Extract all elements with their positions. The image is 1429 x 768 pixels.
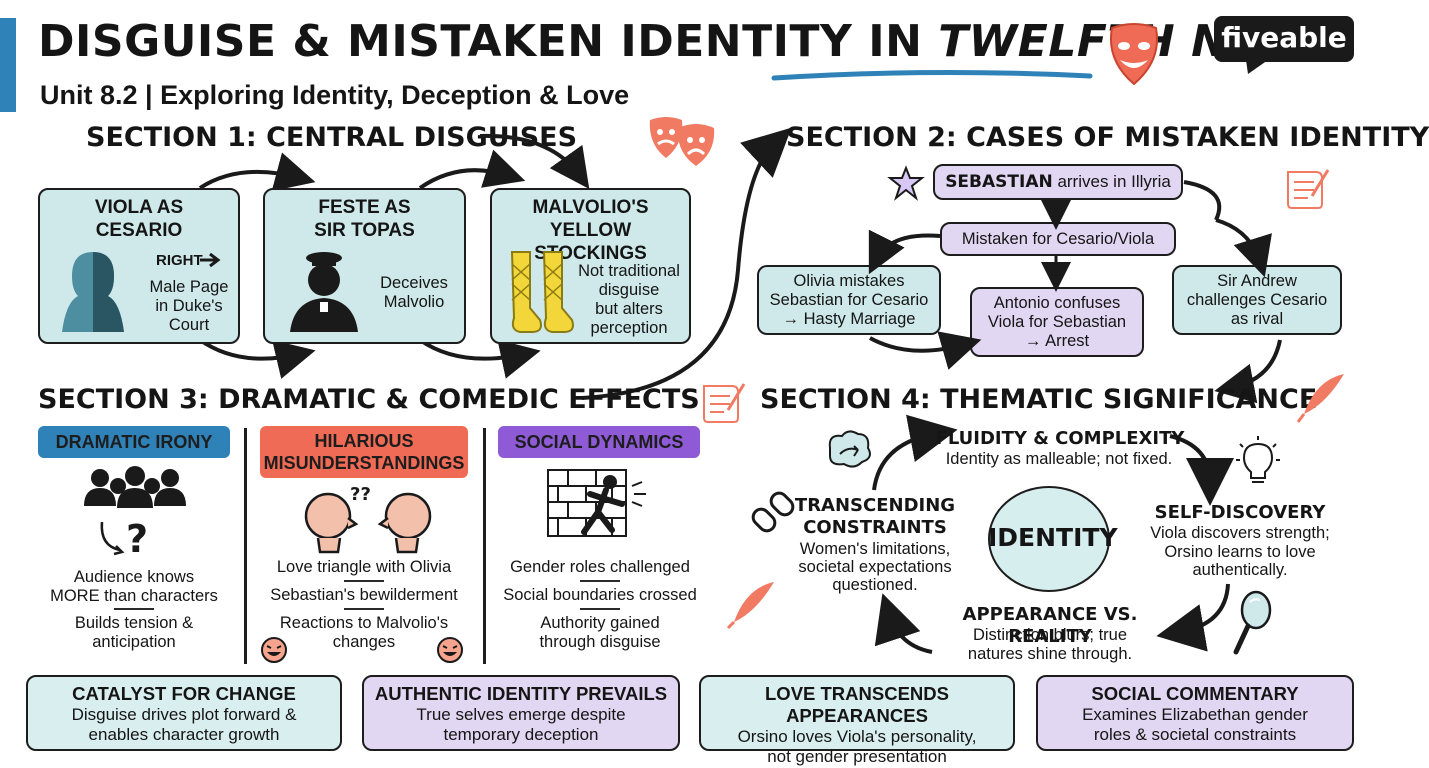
- antonio-confuses-box: [970, 287, 1144, 357]
- card-feste-as-sir-topas: [263, 188, 466, 344]
- antonio-confuses-text: Antonio confuses Viola for Sebastian → A…: [987, 294, 1127, 350]
- transcending-title: TRANSCENDING CONSTRAINTS: [794, 495, 956, 538]
- misunderstanding-line-1: Love triangle with Olivia: [276, 558, 452, 576]
- misunderstanding-line-3: Reactions to Malvolio's changes: [279, 614, 449, 651]
- social-commentary-title: SOCIAL COMMENTARY: [1091, 683, 1299, 704]
- card-viola-title: VIOLA AS CESARIO: [94, 197, 184, 241]
- faces-icon: ??: [304, 484, 432, 554]
- love-title: LOVE TRANSCENDS APPEARANCES: [765, 683, 949, 726]
- misunderstanding-line-2: Sebastian's bewilderment: [270, 586, 458, 604]
- tag-dramatic-irony: DRAMATIC IRONY: [38, 426, 230, 458]
- appearance-title: APPEARANCE VS. REALITY: [962, 604, 1138, 647]
- card-viola-text: Male Page in Duke's Court: [149, 278, 229, 334]
- column-divider: [244, 428, 247, 664]
- dramatic-irony-line-1: Audience knows MORE than characters: [50, 568, 218, 605]
- sebastian-name: SEBASTIAN: [945, 172, 1053, 192]
- title-main-text: DISGUISE & MISTAKEN IDENTITY IN: [38, 16, 939, 67]
- sebastian-arrives-text: SEBASTIAN arrives in Illyria: [933, 172, 1183, 192]
- bottom-card-social-content: SOCIAL COMMENTARY Examines Elizabethan g…: [1036, 683, 1354, 745]
- social-line-3: Authority gained through disguise: [539, 614, 661, 651]
- bottom-card-love: [699, 675, 1015, 751]
- bottom-card-authentic-content: AUTHENTIC IDENTITY PREVAILS True selves …: [362, 683, 680, 745]
- right-label: RIGHT: [156, 252, 203, 269]
- section4-cycle-arrows: [872, 414, 1234, 654]
- fluidity-text: Identity as malleable; not fixed.: [945, 450, 1173, 468]
- laughing-emoji-icon: [261, 637, 287, 663]
- social-commentary-text: Examines Elizabethan gender roles & soci…: [1082, 705, 1308, 744]
- question-icon: ?: [100, 517, 148, 561]
- theatre-masks-icon: [1110, 23, 1158, 86]
- card-feste-title: FESTE AS SIR TOPAS: [314, 197, 415, 241]
- lightbulb-icon: [1236, 436, 1280, 483]
- star-icon: [887, 165, 925, 201]
- quill-icon: [1296, 374, 1344, 423]
- fluidity-title: FLUIDITY & COMPLEXITY: [935, 428, 1185, 449]
- brand-logo-tail: [1246, 60, 1268, 74]
- column-divider: [483, 428, 486, 664]
- splash-icon: [828, 430, 871, 468]
- catalyst-text: Disguise drives plot forward & enables c…: [71, 705, 297, 744]
- brand-logo-text: fiveable: [1221, 21, 1347, 54]
- stockings-icon: [510, 251, 574, 333]
- theatre-masks-icon: [649, 117, 715, 166]
- divider-line: [580, 608, 620, 610]
- mirror-icon: [1233, 590, 1272, 655]
- divider-line: [580, 580, 620, 582]
- authentic-title: AUTHENTIC IDENTITY PREVAILS: [374, 683, 668, 704]
- sebastian-arrives-rest: arrives in Illyria: [1052, 172, 1171, 191]
- sebastian-arrives-box: [933, 164, 1183, 200]
- olivia-mistakes-text: Olivia mistakes Sebastian for Cesario → …: [769, 272, 929, 328]
- divider-line: [114, 608, 154, 610]
- woman-silhouette-icon: [62, 252, 124, 332]
- section-connector-arrow: [581, 127, 792, 400]
- divider-line: [344, 608, 384, 610]
- social-line-1: Gender roles challenged: [510, 558, 690, 576]
- catalyst-title: CATALYST FOR CHANGE: [72, 683, 296, 704]
- laughing-emoji-icon: [437, 637, 463, 663]
- subtitle: Unit 8.2 | Exploring Identity, Deception…: [40, 80, 630, 110]
- brand-logo: [1214, 16, 1354, 62]
- section2-arrows: [868, 180, 1282, 404]
- right-label-text: RIGHT: [156, 252, 203, 269]
- scroll-icon: [1287, 169, 1330, 209]
- bottom-card-social: [1036, 675, 1354, 751]
- appearance-text: Distinction blurs; true natures shine th…: [967, 626, 1133, 663]
- card-feste-text: Deceives Malvolio: [380, 274, 448, 311]
- chain-icon: [751, 491, 795, 533]
- scroll-icon: [703, 383, 746, 423]
- self-discovery-text: Viola discovers strength; Orsino learns …: [1150, 524, 1330, 579]
- wall-breaker-icon: [547, 469, 646, 537]
- section1-arrows: [198, 133, 590, 379]
- identity-circle: [988, 486, 1110, 592]
- tag-hilarious-misunderstandings: HILARIOUS MISUNDERSTANDINGS: [260, 426, 468, 478]
- dramatic-irony-line-2: Builds tension & anticipation: [74, 614, 194, 651]
- svg-text:??: ??: [350, 484, 371, 505]
- bottom-card-catalyst-content: CATALYST FOR CHANGE Disguise drives plot…: [26, 683, 342, 745]
- authentic-text: True selves emerge despite temporary dec…: [416, 705, 626, 744]
- card-malvolio-text: Not traditional disguise but alters perc…: [578, 262, 680, 337]
- bottom-card-authentic: [362, 675, 680, 751]
- section4-title: SECTION 4: THEMATIC SIGNIFICANCE: [760, 384, 1318, 415]
- transcending-text: Women's limitations, societal expectatio…: [798, 540, 952, 594]
- self-discovery-title: SELF-DISCOVERY: [1154, 502, 1326, 523]
- svg-text:?: ?: [126, 517, 148, 561]
- bottom-card-catalyst: [26, 675, 342, 751]
- social-line-2: Social boundaries crossed: [503, 586, 697, 604]
- arrow-right-icon: [200, 252, 221, 268]
- mistaken-for-text: Mistaken for Cesario/Viola: [961, 230, 1155, 248]
- section2-title: SECTION 2: CASES OF MISTAKEN IDENTITY: [786, 122, 1429, 153]
- identity-label: IDENTITY: [988, 523, 1118, 552]
- priest-icon: [290, 252, 358, 332]
- love-text: Orsino loves Viola's personality, not ge…: [737, 727, 977, 766]
- tag-social-dynamics: SOCIAL DYNAMICS: [498, 426, 700, 458]
- crowd-icon: [84, 466, 186, 508]
- accent-bar: [0, 18, 16, 112]
- divider-line: [344, 580, 384, 582]
- bottom-card-love-content: LOVE TRANSCENDS APPEARANCES Orsino loves…: [699, 683, 1015, 767]
- title-underline: [771, 69, 1093, 81]
- quill-icon: [726, 582, 774, 630]
- olivia-mistakes-box: [757, 265, 941, 335]
- section3-title: SECTION 3: DRAMATIC & COMEDIC EFFECTS: [38, 384, 700, 415]
